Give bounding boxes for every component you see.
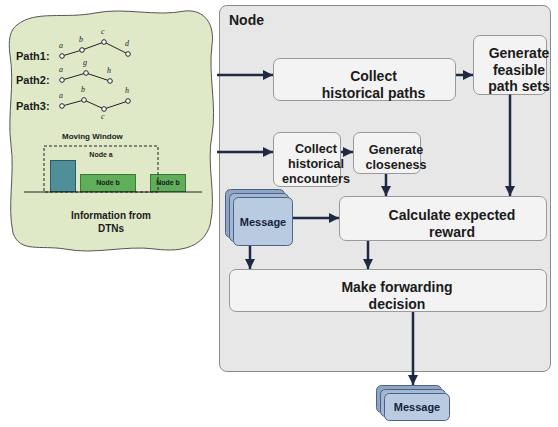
node-panel: Collect historical paths Generate feasibl… bbox=[219, 5, 551, 372]
process-box: Make forwarding decision bbox=[229, 269, 547, 312]
vertex-letter-holder: b bbox=[79, 35, 83, 44]
window-label-holder: Moving Window bbox=[62, 132, 123, 141]
process-box: Generate closeness bbox=[353, 132, 421, 174]
path-label-holder: Path2: bbox=[16, 74, 50, 86]
process-box: Calculate expected reward bbox=[339, 196, 547, 241]
process-box: Collect historical encounters bbox=[273, 132, 341, 187]
node-label: Collect historical paths bbox=[319, 68, 429, 101]
vertex-letter: d bbox=[125, 39, 129, 48]
message-label: Message bbox=[385, 394, 450, 421]
message-card bbox=[385, 394, 450, 421]
node-label: Make forwarding decision bbox=[332, 279, 462, 312]
node-label: Generate feasible path sets bbox=[487, 45, 551, 95]
process-box: Collect historical paths bbox=[273, 58, 456, 101]
node-label: Calculate expected reward bbox=[387, 207, 517, 240]
vertex-letter-holder: b bbox=[81, 85, 85, 94]
vertex-letter-holder: c bbox=[101, 27, 105, 36]
vertex-letter-holder: a bbox=[59, 65, 63, 74]
encounter-bar: Node b bbox=[150, 174, 186, 192]
path-label-holder: Path3: bbox=[16, 100, 50, 112]
path-label-holder: Path1: bbox=[16, 50, 50, 62]
node-label: Information from DTNs bbox=[61, 210, 161, 235]
vertex-letter-holder: h bbox=[125, 86, 129, 95]
message-stack: Message bbox=[376, 385, 450, 421]
vertex-letter: a bbox=[59, 41, 63, 50]
vertex-letter: b bbox=[81, 85, 85, 94]
vertex-letter: c bbox=[101, 27, 105, 36]
window-label: Moving Window bbox=[62, 132, 123, 141]
vertex-letter: b bbox=[79, 35, 83, 44]
process-box: Generate feasible path sets bbox=[473, 35, 547, 95]
message-card bbox=[234, 198, 293, 246]
node-label: Generate closeness bbox=[366, 143, 427, 173]
node-label: Collect historical encounters bbox=[282, 142, 350, 187]
vertex-letter-holder: a bbox=[59, 91, 63, 100]
message-stack: Message bbox=[225, 189, 293, 246]
vertex-letter: h bbox=[107, 66, 111, 75]
panel-title: Node bbox=[229, 12, 264, 28]
vertex-letter: a bbox=[59, 65, 63, 74]
vertex-letter: h bbox=[125, 86, 129, 95]
vertex-letter: a bbox=[59, 91, 63, 100]
vertex-letter-holder: h bbox=[107, 66, 111, 75]
vertex-letter: c bbox=[101, 112, 105, 121]
vertex-letter: g bbox=[83, 58, 87, 67]
vertex-letter-holder: c bbox=[101, 112, 105, 121]
path-label: Path2: bbox=[16, 74, 50, 86]
node-label: Node b bbox=[81, 179, 135, 188]
message-label: Message bbox=[234, 198, 293, 246]
vertex-letter-holder: a bbox=[59, 41, 63, 50]
cloud-shape bbox=[9, 11, 213, 251]
encounter-bar: Node a bbox=[50, 160, 76, 192]
vertex-letter-holder: d bbox=[125, 39, 129, 48]
node-label: Node a bbox=[51, 151, 151, 160]
information-cloud: Node a Node b Node b Information from DTNs bbox=[5, 5, 217, 257]
path-label: Path1: bbox=[16, 50, 50, 62]
encounter-bar: Node b bbox=[80, 174, 136, 192]
node-label: Node b bbox=[151, 179, 185, 188]
path-label: Path3: bbox=[16, 100, 50, 112]
vertex-letter-holder: g bbox=[83, 58, 87, 67]
